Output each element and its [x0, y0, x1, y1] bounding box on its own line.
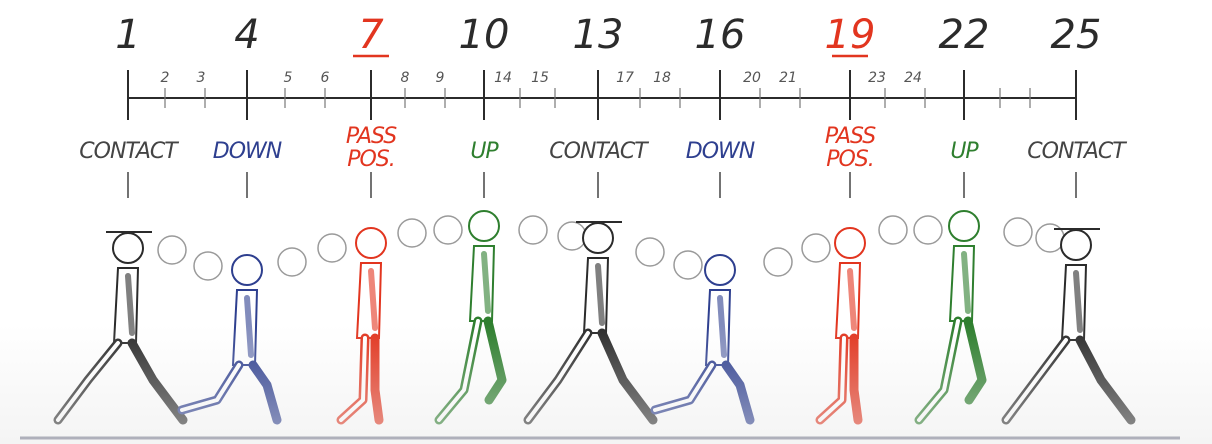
inbetween-head — [914, 216, 942, 244]
head-arc — [158, 216, 1064, 280]
figure-head — [232, 255, 262, 285]
inbetween-head — [398, 219, 426, 247]
figure-arm — [484, 254, 488, 311]
inbetween-head — [434, 216, 462, 244]
inbetween-number: 24 — [904, 70, 922, 86]
key-frame-number: 22 — [939, 12, 990, 58]
key-frame-numbers: 1 4 7 10 13 16 19 22 25 — [115, 12, 1101, 58]
figure-back-leg — [919, 321, 958, 420]
inbetween-number: 18 — [653, 70, 671, 86]
pose-label: PASS — [346, 124, 397, 149]
figure-head — [705, 255, 735, 285]
inbetween-head — [674, 251, 702, 279]
inbetween-number: 17 — [616, 70, 634, 86]
pose-label: PASS — [825, 124, 876, 149]
figure-front-leg — [375, 338, 379, 420]
inbetween-number: 14 — [494, 70, 512, 86]
figure-contact-25 — [1006, 229, 1131, 420]
inbetween-number: 21 — [779, 70, 797, 86]
inbetween-head — [558, 222, 586, 250]
figure-head — [949, 211, 979, 241]
pose-label-line2: POS. — [826, 147, 874, 172]
key-frame-number: 16 — [695, 12, 746, 58]
pose-label: UP — [470, 139, 499, 164]
figure-head — [356, 228, 386, 258]
pose-label: UP — [950, 139, 979, 164]
figure-arm — [1076, 273, 1080, 330]
inbetween-number: 6 — [321, 70, 330, 86]
inbetween-number: 8 — [401, 70, 410, 86]
pose-label: DOWN — [686, 139, 755, 164]
pose-label: DOWN — [213, 139, 282, 164]
figure-front-leg — [1080, 340, 1131, 420]
figure-arm — [128, 276, 132, 333]
inbetween-number: 23 — [868, 70, 886, 86]
pose-label: CONTACT — [79, 139, 179, 164]
inbetween-head — [278, 248, 306, 276]
figure-head — [583, 223, 613, 253]
key-frame-number: 4 — [234, 12, 259, 58]
figure-back-leg-inner — [528, 333, 588, 420]
walking-figures — [58, 211, 1131, 420]
key-frame-number: 7 — [358, 12, 384, 58]
inbetween-head — [879, 216, 907, 244]
key-frame-number: 10 — [459, 12, 510, 58]
figure-contact-13 — [528, 222, 653, 420]
key-frame-number: 19 — [825, 12, 876, 58]
figure-head — [469, 211, 499, 241]
figure-arm — [247, 298, 251, 355]
timeline — [128, 70, 1076, 120]
inbetween-number: 2 — [161, 70, 170, 86]
figure-arm — [720, 298, 724, 355]
figure-arm — [964, 254, 968, 311]
figure-down-4 — [182, 255, 277, 420]
key-frame-number: 13 — [573, 12, 624, 58]
figure-front-leg — [132, 343, 183, 420]
figure-up-10 — [439, 211, 502, 420]
figure-up-22 — [919, 211, 982, 420]
figure-back-leg — [439, 321, 478, 420]
figure-arm — [598, 266, 602, 323]
inbetween-head — [158, 236, 186, 264]
inbetween-head — [519, 216, 547, 244]
pose-label: CONTACT — [549, 139, 649, 164]
inbetween-head — [194, 252, 222, 280]
figure-back-leg-inner — [58, 343, 118, 420]
figure-contact-1 — [58, 232, 183, 420]
inbetween-number: 15 — [531, 70, 549, 86]
figure-back-leg-inner — [1006, 340, 1066, 420]
inbetween-number: 9 — [436, 70, 445, 86]
inbetween-head — [636, 238, 664, 266]
inbetween-number: 5 — [284, 70, 293, 86]
figure-head — [1061, 230, 1091, 260]
inbetween-head — [764, 248, 792, 276]
figure-pass-pos--7 — [341, 228, 386, 420]
pose-label: CONTACT — [1027, 139, 1127, 164]
connector-lines — [128, 172, 1076, 198]
figure-front-leg — [726, 365, 750, 420]
figure-arm — [850, 271, 854, 328]
key-frame-number: 1 — [115, 12, 140, 58]
figure-arm — [371, 271, 375, 328]
figure-head — [113, 233, 143, 263]
inbetween-head — [1004, 218, 1032, 246]
inbetween-head — [802, 234, 830, 262]
figure-front-leg — [602, 333, 653, 420]
figure-front-leg — [854, 338, 858, 420]
figure-front-leg — [488, 321, 502, 400]
figure-head — [835, 228, 865, 258]
inbetween-head — [318, 234, 346, 262]
inbetween-number: 20 — [743, 70, 761, 86]
figure-down-16 — [655, 255, 750, 420]
pose-label-line2: POS. — [347, 147, 395, 172]
figure-front-leg — [253, 365, 277, 420]
figure-front-leg — [968, 321, 982, 400]
inbetween-number: 3 — [197, 70, 206, 86]
key-frame-number: 25 — [1051, 12, 1102, 58]
